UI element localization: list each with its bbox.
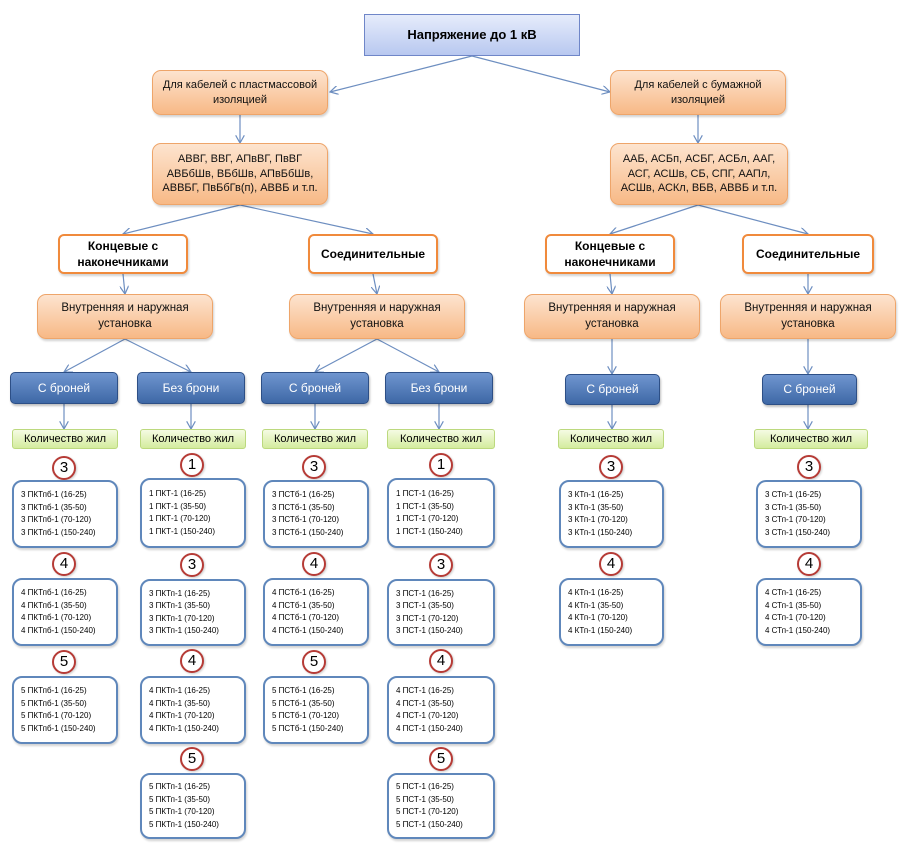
- product-list: 4 ПСТ-1 (16-25)4 ПСТ-1 (35-50)4 ПСТ-1 (7…: [387, 676, 495, 744]
- product-list: 5 ПСТ-1 (16-25)5 ПСТ-1 (35-50)5 ПСТ-1 (7…: [387, 773, 495, 839]
- cable-types-plastic: АВВГ, ВВГ, АПвВГ, ПвВГ АВБбШв, ВБбШв, АП…: [152, 143, 328, 205]
- category-paper: Для кабелей с бумажной изоляцией: [610, 70, 786, 115]
- core-count-badge: 3: [429, 553, 453, 577]
- product-list: 1 ПКТ-1 (16-25)1 ПКТ-1 (35-50)1 ПКТ-1 (7…: [140, 478, 246, 548]
- core-count-badge: 3: [52, 456, 76, 480]
- connector-arrow: [373, 273, 377, 294]
- connector-arrow: [330, 55, 473, 92]
- connector-arrow: [471, 55, 610, 92]
- connector-arrow: [64, 338, 126, 372]
- terminal-fittings-paper: Концевые с наконечниками: [545, 234, 675, 274]
- cores-label: Количество жил: [140, 429, 246, 449]
- core-count-badge: 3: [302, 455, 326, 479]
- product-list: 4 ПКТпб-1 (16-25)4 ПКТпб-1 (35-50)4 ПКТп…: [12, 578, 118, 646]
- connector-arrow: [697, 204, 808, 234]
- connector-arrow: [123, 204, 241, 234]
- product-list: 3 КТп-1 (16-25)3 КТп-1 (35-50)3 КТп-1 (7…: [559, 480, 664, 548]
- product-list: 3 ПСТб-1 (16-25)3 ПСТб-1 (35-50)3 ПСТб-1…: [263, 480, 369, 548]
- product-list: 3 ПКТп-1 (16-25)3 ПКТп-1 (35-50)3 ПКТп-1…: [140, 579, 246, 646]
- product-list: 3 ПКТпб-1 (16-25)3 ПКТпб-1 (35-50)3 ПКТп…: [12, 480, 118, 548]
- core-count-badge: 3: [797, 455, 821, 479]
- installation-node: Внутренняя и наружная установка: [720, 294, 896, 339]
- product-list: 4 КТп-1 (16-25)4 КТп-1 (35-50)4 КТп-1 (7…: [559, 578, 664, 646]
- product-list: 4 ПКТп-1 (16-25)4 ПКТп-1 (35-50)4 ПКТп-1…: [140, 676, 246, 744]
- connector-arrow: [124, 338, 191, 372]
- installation-node: Внутренняя и наружная установка: [524, 294, 700, 339]
- product-list: 3 ПСТ-1 (16-25)3 ПСТ-1 (35-50)3 ПСТ-1 (7…: [387, 579, 495, 646]
- product-list: 5 ПКТп-1 (16-25)5 ПКТп-1 (35-50)5 ПКТп-1…: [140, 773, 246, 839]
- armored-node: С броней: [565, 374, 660, 405]
- connector-arrow: [123, 273, 125, 294]
- terminal-fittings-plastic: Концевые с наконечниками: [58, 234, 188, 274]
- armored-node: С броней: [261, 372, 369, 404]
- armored-node: С броней: [10, 372, 118, 404]
- cores-label: Количество жил: [754, 429, 868, 449]
- core-count-badge: 4: [52, 552, 76, 576]
- core-count-badge: 1: [429, 453, 453, 477]
- root-node: Напряжение до 1 кВ: [364, 14, 580, 56]
- core-count-badge: 3: [599, 455, 623, 479]
- cores-label: Количество жил: [262, 429, 368, 449]
- category-plastic: Для кабелей с пластмассовой изоляцией: [152, 70, 328, 115]
- product-list: 5 ПКТпб-1 (16-25)5 ПКТпб-1 (35-50)5 ПКТп…: [12, 676, 118, 744]
- connector-arrow: [239, 204, 373, 234]
- core-count-badge: 1: [180, 453, 204, 477]
- core-count-badge: 5: [429, 747, 453, 771]
- product-list: 5 ПСТб-1 (16-25)5 ПСТб-1 (35-50)5 ПСТб-1…: [263, 676, 369, 744]
- product-list: 1 ПСТ-1 (16-25)1 ПСТ-1 (35-50)1 ПСТ-1 (7…: [387, 478, 495, 548]
- cores-label: Количество жил: [387, 429, 495, 449]
- core-count-badge: 5: [52, 650, 76, 674]
- core-count-badge: 4: [429, 649, 453, 673]
- cores-label: Количество жил: [558, 429, 664, 449]
- core-count-badge: 3: [180, 553, 204, 577]
- connector-arrow: [610, 204, 699, 234]
- armored-node: С броней: [762, 374, 857, 405]
- installation-node: Внутренняя и наружная установка: [289, 294, 465, 339]
- connector-arrow: [315, 338, 378, 372]
- installation-node: Внутренняя и наружная установка: [37, 294, 213, 339]
- core-count-badge: 4: [797, 552, 821, 576]
- unarmored-node: Без брони: [137, 372, 245, 404]
- core-count-badge: 4: [302, 552, 326, 576]
- connector-arrow: [610, 273, 612, 294]
- cores-label: Количество жил: [12, 429, 118, 449]
- connector-arrow: [376, 338, 439, 372]
- product-list: 4 ПСТб-1 (16-25)4 ПСТб-1 (35-50)4 ПСТб-1…: [263, 578, 369, 646]
- coupling-fittings-plastic: Соединительные: [308, 234, 438, 274]
- coupling-fittings-paper: Соединительные: [742, 234, 874, 274]
- unarmored-node: Без брони: [385, 372, 493, 404]
- core-count-badge: 5: [302, 650, 326, 674]
- core-count-badge: 4: [180, 649, 204, 673]
- core-count-badge: 4: [599, 552, 623, 576]
- product-list: 4 СТп-1 (16-25)4 СТп-1 (35-50)4 СТп-1 (7…: [756, 578, 862, 646]
- cable-types-paper: ААБ, АСБп, АСБГ, АСБл, ААГ, АСГ, АСШв, С…: [610, 143, 788, 205]
- product-list: 3 СТп-1 (16-25)3 СТп-1 (35-50)3 СТп-1 (7…: [756, 480, 862, 548]
- core-count-badge: 5: [180, 747, 204, 771]
